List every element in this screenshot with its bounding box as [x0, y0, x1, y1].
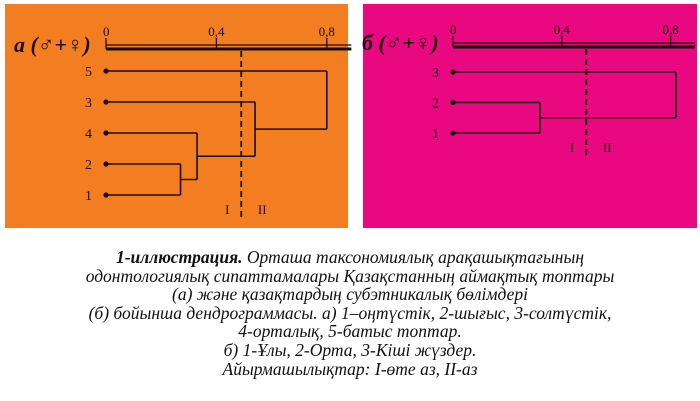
axis-tick-label: 0 — [450, 22, 457, 37]
axis-tick-label: 0,4 — [554, 22, 571, 37]
panel-background — [5, 4, 348, 228]
panel-letter: а — [14, 32, 31, 57]
sex-symbols: (♂+♀) — [378, 30, 438, 55]
panel-background — [363, 4, 697, 228]
caption-line-7: Айырмашылықтар: I-өте аз, II-аз — [222, 358, 478, 379]
leaf-label: 5 — [85, 65, 92, 80]
leaf-label: 2 — [432, 97, 439, 112]
caption-line-2: одонтологиялық сипаттамалары Қазақстанны… — [85, 265, 615, 286]
axis-tick-label: 0,4 — [208, 24, 225, 39]
panel-letter: б — [362, 30, 378, 55]
leaf-label: 1 — [432, 127, 439, 142]
zone-label-II: II — [258, 202, 267, 217]
axis-tick-label: 0,8 — [319, 24, 335, 39]
leaf-label: 2 — [85, 158, 92, 173]
zone-label-I: I — [570, 140, 574, 155]
caption-line-6: б) 1-Ұлы, 2-Орта, 3-Кіші жүздер. — [223, 339, 477, 360]
caption-text: Орташа таксономиялық арақашықтағының — [246, 247, 585, 267]
axis-tick-label: 0 — [103, 24, 110, 39]
caption-line-5: 4-орталық, 5-батыс топтар. — [238, 321, 462, 342]
caption-label: 1-иллюстрация. — [115, 247, 243, 267]
axis-tick-label: 0,8 — [662, 22, 678, 37]
sex-symbols: (♂+♀) — [31, 32, 91, 57]
figure-caption: 1-иллюстрация. Орташа таксономиялық арақ… — [0, 248, 700, 378]
leaf-label: 3 — [85, 96, 92, 111]
caption-line-4: (б) бойынша дендрограммасы. а) 1–оңтүсті… — [88, 302, 612, 323]
zone-label-II: II — [603, 140, 612, 155]
caption-line-1: 1-иллюстрация. Орташа таксономиялық арақ… — [0, 248, 700, 267]
zone-label-I: I — [225, 202, 229, 217]
leaf-label: 4 — [85, 127, 92, 142]
leaf-label: 3 — [432, 66, 439, 81]
panel-title: б (♂+♀) — [362, 30, 439, 55]
panel-title: а (♂+♀) — [14, 32, 91, 57]
leaf-label: 1 — [85, 189, 92, 204]
caption-line-3: (а) және қазақтардың субэтникалық бөлімд… — [172, 284, 528, 305]
